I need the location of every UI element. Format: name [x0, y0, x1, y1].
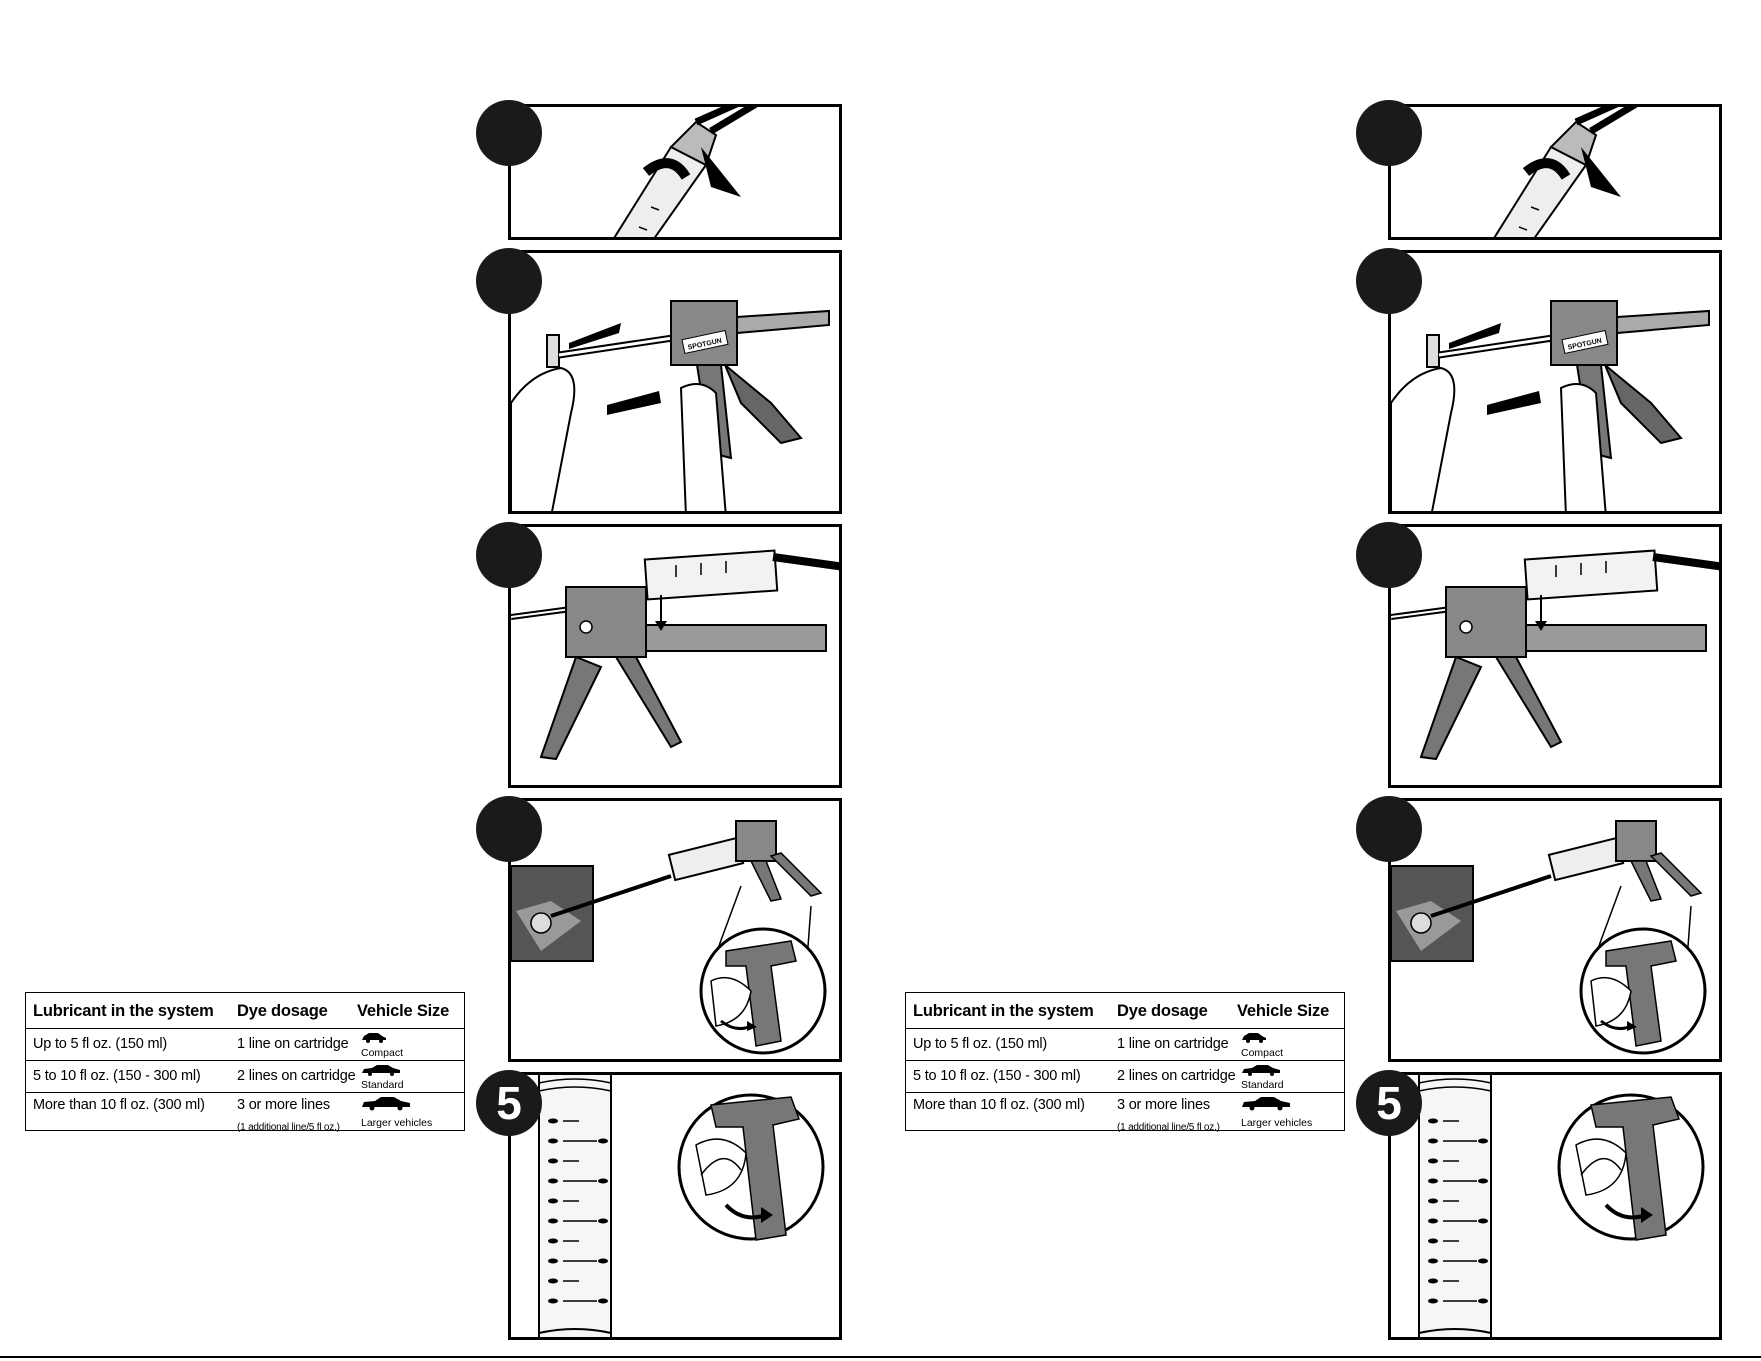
step-1-illustration	[508, 104, 842, 240]
table-row: Up to 5 fl oz. (150 ml) 1 line on cartri…	[906, 1029, 1344, 1061]
step-5-illustration	[508, 1072, 842, 1340]
header-vehicle-size: Vehicle Size	[1237, 993, 1343, 1028]
plunger-release-illustration: SPOTGUN	[1391, 253, 1722, 514]
step-number	[1356, 100, 1422, 166]
large-car-icon	[361, 1095, 411, 1111]
dosage-note: (1 additional line/5 fl oz.)	[1117, 1116, 1220, 1140]
step-5-badge: 5	[476, 1070, 542, 1136]
large-car-icon	[1241, 1095, 1291, 1111]
header-vehicle-size: Vehicle Size	[357, 993, 463, 1028]
dye-dosage: 2 lines on cartridge	[237, 1061, 367, 1092]
step-4-illustration	[1388, 798, 1722, 1062]
dosage-note: (1 additional line/5 fl oz.)	[237, 1116, 340, 1140]
lubricant-amount: 5 to 10 fl oz. (150 - 300 ml)	[33, 1061, 233, 1092]
step-3-illustration	[508, 524, 842, 788]
step-2-illustration: SPOTGUN	[1388, 250, 1722, 514]
header-dye-dosage: Dye dosage	[237, 993, 367, 1028]
step-2-badge	[1356, 248, 1422, 314]
dye-dosage: 2 lines on cartridge	[1117, 1061, 1247, 1092]
vehicle-size-label: Compact	[361, 1047, 403, 1059]
vehicle-size-label: Standard	[1241, 1079, 1284, 1091]
step-2-illustration: SPOTGUN	[508, 250, 842, 514]
step-5-illustration	[1388, 1072, 1722, 1340]
vehicle-size-label: Larger vehicles	[361, 1117, 432, 1129]
step-4-badge	[476, 796, 542, 862]
dye-dosage: 1 line on cartridge	[237, 1029, 367, 1060]
hose-connection-illustration	[511, 107, 842, 240]
step-1-badge	[1356, 100, 1422, 166]
step-3-badge	[476, 522, 542, 588]
step-number	[1356, 522, 1422, 588]
lubricant-amount: More than 10 fl oz. (300 ml)	[33, 1093, 233, 1131]
dye-injection-illustration	[511, 801, 842, 1062]
table-row: More than 10 fl oz. (300 ml) 3 or more l…	[906, 1093, 1344, 1131]
plunger-release-illustration: SPOTGUN	[511, 253, 842, 514]
dye-dosage: 3 or more lines	[237, 1097, 330, 1113]
step-number: 5	[1356, 1070, 1422, 1136]
left-sheet: Lubricant in the system Dye dosage Vehic…	[0, 0, 880, 1361]
lubricant-amount: Up to 5 fl oz. (150 ml)	[913, 1029, 1113, 1060]
compact-car-icon	[1241, 1031, 1267, 1043]
dye-dosage-table: Lubricant in the system Dye dosage Vehic…	[25, 992, 465, 1131]
vehicle-size-label: Compact	[1241, 1047, 1283, 1059]
step-number	[1356, 248, 1422, 314]
cartridge-dosage-lines-illustration	[511, 1075, 842, 1340]
standard-car-icon	[361, 1063, 401, 1076]
step-number	[1356, 796, 1422, 862]
dye-dosage: 3 or more lines	[1117, 1097, 1210, 1113]
header-lubricant: Lubricant in the system	[33, 993, 233, 1028]
step-1-badge	[476, 100, 542, 166]
dye-dosage-table: Lubricant in the system Dye dosage Vehic…	[905, 992, 1345, 1131]
header-dye-dosage: Dye dosage	[1117, 993, 1247, 1028]
step-number	[476, 522, 542, 588]
lubricant-amount: Up to 5 fl oz. (150 ml)	[33, 1029, 233, 1060]
table-row: Up to 5 fl oz. (150 ml) 1 line on cartri…	[26, 1029, 464, 1061]
hose-connection-illustration	[1391, 107, 1722, 240]
step-2-badge	[476, 248, 542, 314]
page-bottom-rule	[0, 1356, 1761, 1358]
table-row: 5 to 10 fl oz. (150 - 300 ml) 2 lines on…	[906, 1061, 1344, 1093]
step-1-illustration	[1388, 104, 1722, 240]
step-4-illustration	[508, 798, 842, 1062]
cartridge-insert-illustration	[1391, 527, 1722, 788]
table-header-row: Lubricant in the system Dye dosage Vehic…	[26, 993, 464, 1029]
lubricant-amount: More than 10 fl oz. (300 ml)	[913, 1093, 1113, 1131]
lubricant-amount: 5 to 10 fl oz. (150 - 300 ml)	[913, 1061, 1113, 1092]
dye-injection-illustration	[1391, 801, 1722, 1062]
standard-car-icon	[1241, 1063, 1281, 1076]
step-number	[476, 796, 542, 862]
cartridge-insert-illustration	[511, 527, 842, 788]
vehicle-size-label: Larger vehicles	[1241, 1117, 1312, 1129]
compact-car-icon	[361, 1031, 387, 1043]
table-header-row: Lubricant in the system Dye dosage Vehic…	[906, 993, 1344, 1029]
cartridge-dosage-lines-illustration	[1391, 1075, 1722, 1340]
header-lubricant: Lubricant in the system	[913, 993, 1113, 1028]
step-number	[476, 100, 542, 166]
step-number: 5	[476, 1070, 542, 1136]
vehicle-size-label: Standard	[361, 1079, 404, 1091]
step-3-illustration	[1388, 524, 1722, 788]
step-4-badge	[1356, 796, 1422, 862]
table-row: More than 10 fl oz. (300 ml) 3 or more l…	[26, 1093, 464, 1131]
step-3-badge	[1356, 522, 1422, 588]
table-row: 5 to 10 fl oz. (150 - 300 ml) 2 lines on…	[26, 1061, 464, 1093]
step-number	[476, 248, 542, 314]
right-sheet: Lubricant in the system Dye dosage Vehic…	[880, 0, 1760, 1361]
dye-dosage: 1 line on cartridge	[1117, 1029, 1247, 1060]
step-5-badge: 5	[1356, 1070, 1422, 1136]
